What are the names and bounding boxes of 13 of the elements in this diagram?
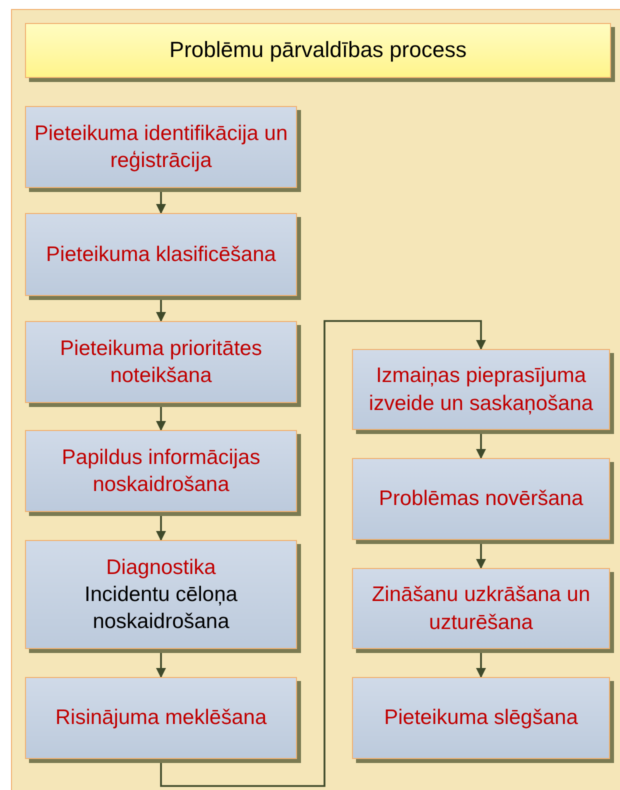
step-description: Incidentu cēloņa noskaidrošana [84,582,238,636]
step-label: Pieteikuma identifikācija un reģistrācija [34,120,288,174]
step-label: Pieteikuma klasificēšana [46,242,276,268]
step-label: Pieteikuma slēgšana [384,705,578,732]
arrow [160,320,486,787]
step-label: Izmaiņas pieprasījuma izveide un saskaņošana [368,363,594,416]
step-label: Diagnostika [106,554,216,581]
step-label: Problēmas novēršana [378,486,584,512]
step-label: Pieteikuma prioritātes noteikšana [59,336,263,389]
step-label: Risinājuma meklēšana [55,705,267,732]
step-label: Zināšanu uzkrāšana un uzturēšana [370,582,592,636]
step-label: Papildus informācijas noskaidrošana [60,444,262,498]
title-text: Problēmu pārvaldības process [169,36,467,64]
